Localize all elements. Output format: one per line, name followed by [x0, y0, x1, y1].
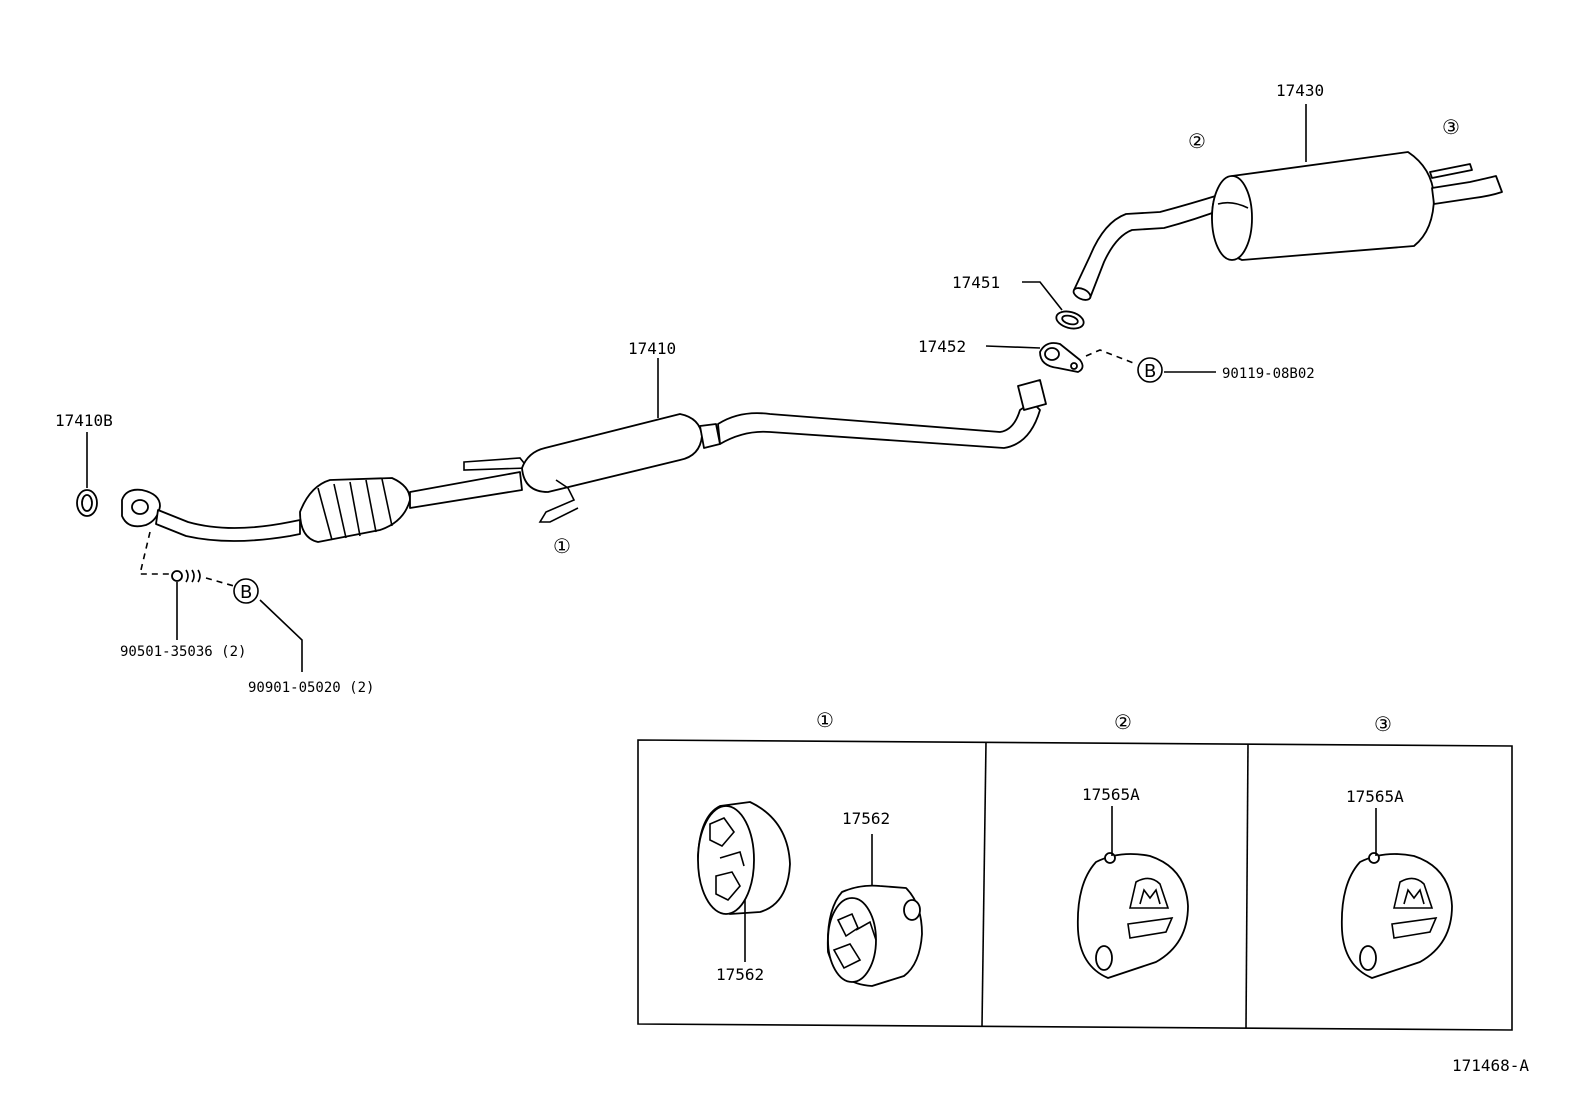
bolt-marker-front-letter: B — [240, 582, 252, 603]
callout-2: ② — [1188, 129, 1206, 153]
gasket-17451[interactable] — [1054, 309, 1085, 332]
hanger-17565a-panel2[interactable] — [1076, 852, 1189, 979]
tail-pipe-muffler-17430[interactable] — [1072, 151, 1503, 302]
front-pipe-assembly[interactable] — [121, 471, 523, 543]
label-17562-a: 17562 — [716, 965, 764, 984]
inset-callout-3: ③ — [1374, 712, 1392, 736]
gasket-17410b[interactable] — [76, 489, 98, 517]
inset-callout-1: ① — [816, 708, 834, 732]
callout-3: ③ — [1442, 115, 1460, 139]
leader-rear-bolt-dashed — [1085, 349, 1137, 365]
inset-callout-2: ② — [1114, 710, 1132, 734]
leader-17452 — [985, 345, 1041, 349]
hanger-17565a-panel3[interactable] — [1340, 852, 1453, 979]
hanger-17562-small[interactable] — [826, 884, 923, 987]
label-17410: 17410 — [628, 339, 676, 358]
callout-1: ① — [553, 534, 571, 558]
bolt-marker-rear-letter: B — [1144, 361, 1156, 382]
label-90119: 90119-08B02 — [1222, 366, 1315, 382]
hanger-inset-panel — [637, 739, 1513, 1031]
figure-id: 171468-A — [1452, 1056, 1529, 1075]
label-17562-b: 17562 — [842, 809, 890, 828]
label-17565a-2: 17565A — [1082, 785, 1140, 804]
leader-front-bolt-dashed — [205, 577, 235, 587]
label-90501: 90501-35036 (2) — [120, 644, 246, 660]
label-17451: 17451 — [952, 273, 1000, 292]
leader-front-dashed — [138, 531, 170, 575]
center-pipe-17410[interactable] — [463, 379, 1047, 523]
bolt-marker-front[interactable]: B — [233, 578, 259, 604]
leader-90901 — [259, 599, 303, 672]
label-90901: 90901-05020 (2) — [248, 680, 374, 696]
label-17565a-3: 17565A — [1346, 787, 1404, 806]
label-17430: 17430 — [1276, 81, 1324, 100]
hanger-17562-large[interactable] — [697, 801, 791, 915]
flange-17452[interactable] — [1039, 342, 1084, 373]
label-17452: 17452 — [918, 337, 966, 356]
leader-17451 — [1022, 281, 1063, 311]
bolt-marker-rear[interactable]: B — [1137, 357, 1163, 383]
label-17410b: 17410B — [55, 411, 113, 430]
spring-90501[interactable] — [171, 569, 201, 583]
